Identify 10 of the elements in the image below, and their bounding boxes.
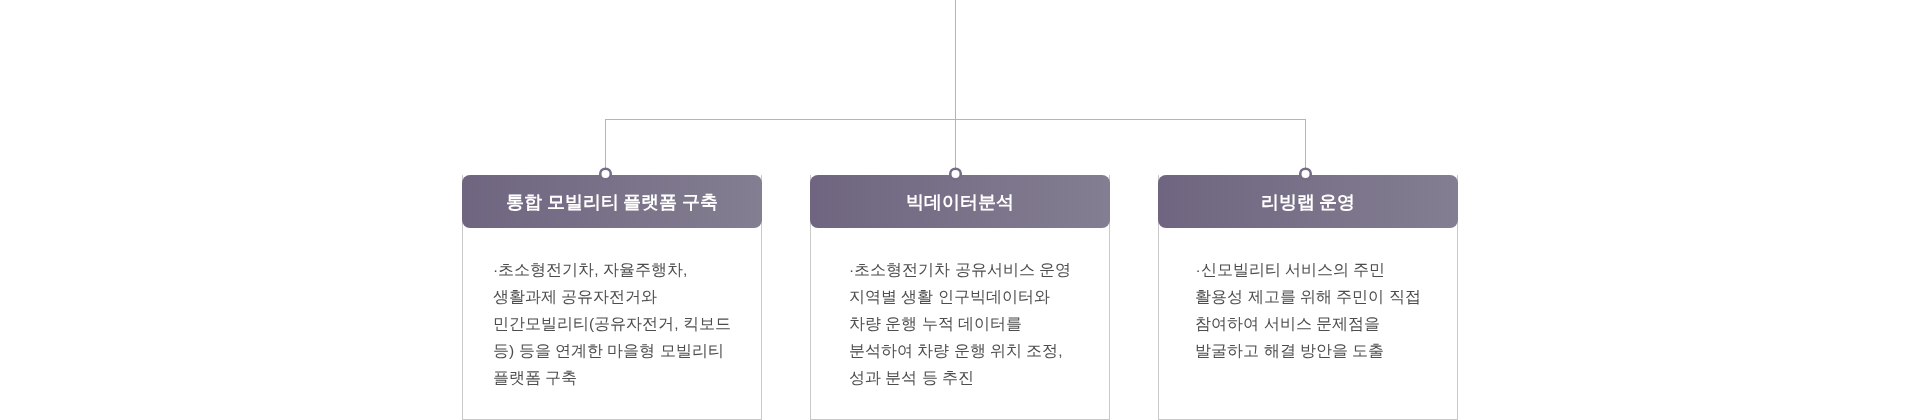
card: [1158, 175, 1458, 420]
card: [462, 175, 762, 420]
card-description: ·초소형전기차 공유서비스 운영 지역별 생활 인구빅데이터와 차량 운행 누적 데이터를 분석하여 차량 운행 위치 조정, 성과 분석 등 추진: [849, 260, 1071, 388]
card-title: 리빙랩 운영: [1158, 175, 1458, 228]
card-description: ·초소형전기차, 자율주행차, 생활과제 공유자전거와 민간모빌리티(공유자전거, 킥보드 등) 등을 연계한 마을형 모빌리티 플랫폼 구축: [493, 260, 731, 388]
card: [810, 175, 1110, 420]
connector-line: [955, 0, 1313, 181]
card-title: 빅데이터분석: [810, 175, 1110, 228]
card-title: 통합 모빌리티 플랫폼 구축: [462, 175, 762, 228]
card-description: ·신모빌리티 서비스의 주민 활용성 제고를 위해 주민이 직접 참여하여 서비스 문제점을 발굴하고 해결 방안을 도출: [1195, 260, 1421, 361]
